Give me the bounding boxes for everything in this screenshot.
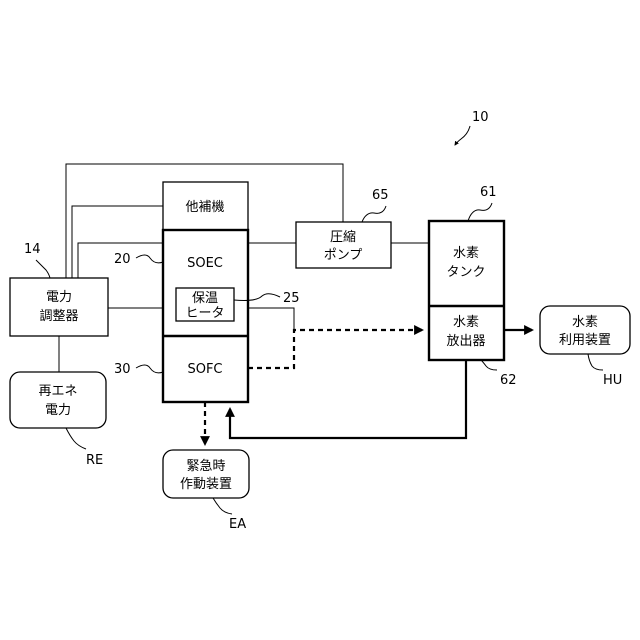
renewable-line1: 再エネ — [38, 384, 77, 399]
discharger-line1: 水素 — [453, 315, 479, 330]
sofc-ref: 30 — [114, 362, 131, 377]
power-adjuster-line1: 電力 — [46, 290, 72, 305]
tank-line2: タンク — [446, 265, 485, 280]
compressor-ref: 65 — [372, 188, 389, 203]
soec-label: SOEC — [187, 256, 223, 271]
discharger-line2: 放出器 — [446, 334, 485, 349]
auxiliary-equipment: 他補機 — [163, 182, 248, 230]
compressor-line2: ポンプ — [324, 248, 363, 263]
heater-line2: ヒータ — [185, 306, 224, 321]
compressor-line1: 圧縮 — [330, 229, 356, 245]
emergency-line1: 緊急時 — [186, 459, 225, 474]
utilization-line2: 利用装置 — [559, 333, 611, 348]
heater-line1: 保温 — [192, 291, 218, 306]
power-adjuster-ref: 14 — [24, 242, 41, 257]
hydrogen-tank-assembly: 水素 タンク 水素 放出器 — [429, 221, 504, 360]
hydrogen-utilization-device: 水素 利用装置 — [540, 306, 630, 354]
emergency-ref: EA — [229, 517, 246, 532]
sofc-label: SOFC — [187, 362, 222, 377]
hydrogen-return-flow — [230, 360, 466, 438]
emergency-line2: 作動装置 — [180, 477, 232, 492]
utilization-ref: HU — [603, 373, 622, 388]
renewable-line2: 電力 — [45, 403, 71, 418]
tank-ref: 61 — [480, 185, 497, 200]
dashed-flow-to-discharger — [248, 330, 422, 368]
tank-line1: 水素 — [453, 246, 479, 261]
heater-ref: 25 — [283, 291, 300, 306]
utilization-line1: 水素 — [572, 315, 598, 330]
soec-ref: 20 — [114, 252, 131, 267]
system-ref: 10 — [472, 110, 489, 125]
power-adjuster: 電力 調整器 — [10, 278, 108, 336]
reference-labels: 10 65 61 14 20 30 25 RE EA HU 62 — [24, 110, 622, 532]
emergency-device: 緊急時 作動装置 — [163, 450, 249, 498]
discharger-ref: 62 — [500, 373, 517, 388]
renewable-ref: RE — [86, 453, 103, 468]
insulation-heater: 保温 ヒータ — [176, 288, 234, 321]
compression-pump: 圧縮 ポンプ — [296, 222, 391, 268]
renewable-power: 再エネ 電力 — [10, 372, 106, 428]
power-adjuster-line2: 調整器 — [39, 309, 78, 324]
auxiliary-label: 他補機 — [185, 200, 224, 215]
